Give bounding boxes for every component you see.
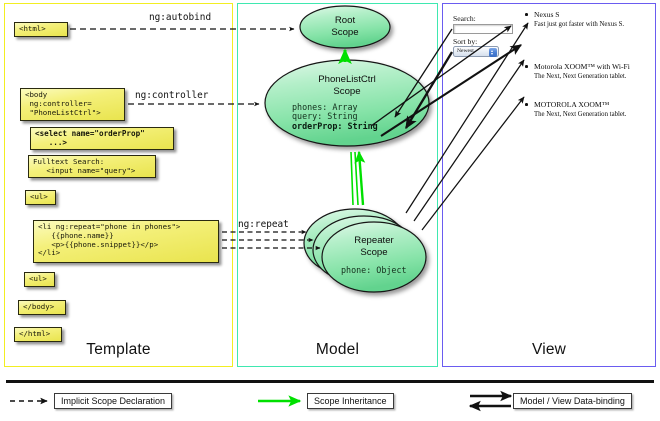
panel-model: Model — [237, 3, 438, 367]
scope-root-title-line1: Root — [335, 15, 356, 26]
connector-label-controller: ng:controller — [135, 90, 209, 101]
view-phone-name: Nexus S — [534, 10, 560, 19]
scope-phonelistctrl-title-line1: PhoneListCtrl — [318, 74, 376, 85]
code-box-fulltext-search: Fulltext Search: <input name="query"> — [28, 155, 156, 178]
arrow-binding-model-to-sort — [380, 44, 522, 137]
connector-label-autobind: ng:autobind — [149, 12, 212, 23]
code-box-html-open: <html> — [14, 22, 68, 37]
view-sort-label: Sort by: — [453, 37, 478, 46]
chevron-updown-icon[interactable] — [489, 48, 497, 57]
legend-label-implicit-scope-declaration: Implicit Scope Declaration — [54, 393, 173, 409]
arrow-binding-model-to-search — [370, 25, 512, 127]
panel-label-template: Template — [86, 341, 151, 358]
scope-phonelistctrl-prop-query: query: String — [292, 111, 358, 121]
view-search-label: Search: — [453, 14, 476, 23]
view-phone-snippet: The Next, Next Generation tablet. — [534, 111, 627, 118]
legend-divider — [6, 380, 654, 383]
scope-phonelistctrl-title-line2: Scope — [333, 86, 360, 97]
arrow-binding-repeater-to-item-1 — [405, 22, 529, 214]
view-phone-name: Motorola XOOM™ with Wi-Fi — [534, 62, 630, 71]
scope-repeater-title-line2: Scope — [360, 247, 387, 258]
scope-phonelistctrl-prop-phones: phones: Array — [292, 102, 358, 112]
scope-repeater-title-line1: Repeater — [354, 235, 394, 246]
code-box-body-close: </body> — [18, 300, 66, 315]
connector-label-repeat: ng:repeat — [238, 219, 289, 230]
line-inheritance-repeater-a — [350, 151, 354, 206]
code-box-ul-close: <ul> — [24, 272, 55, 287]
code-box-html-close: </html> — [14, 327, 62, 342]
code-box-li-ngrepeat: <li ng:repeat="phone in phones"> {{phone… — [33, 220, 219, 263]
code-box-body-open: <body ng:controller= "PhoneListCtrl"> — [20, 88, 125, 121]
arrow-inheritance-phonelistctrl — [354, 150, 366, 206]
scope-repeater-prop: phone: Object — [341, 265, 407, 275]
arrow-binding-repeater-to-item-3 — [421, 96, 525, 231]
view-search-input[interactable] — [453, 24, 513, 34]
bullet-icon — [525, 13, 528, 16]
view-phone-snippet: Fast just got faster with Nexus S. — [534, 21, 625, 28]
legend-label-data-binding: Model / View Data-binding — [513, 393, 632, 409]
scope-repeater-stack — [303, 208, 427, 293]
bullet-icon — [525, 65, 528, 68]
panel-label-view: View — [531, 341, 567, 358]
code-box-select-orderprop: <select name="orderProp" ...> — [30, 127, 174, 150]
panel-label-model: Model — [315, 341, 360, 358]
arrow-binding-repeater-to-item-2 — [413, 59, 525, 222]
view-phone-snippet: The Next, Next Generation tablet. — [534, 73, 627, 80]
scope-root-title-line2: Scope — [331, 27, 358, 38]
legend-label-scope-inheritance: Scope Inheritance — [307, 393, 394, 409]
code-box-ul-open: <ul> — [25, 190, 56, 205]
panel-view: View — [442, 3, 656, 367]
bullet-icon — [525, 103, 528, 106]
scope-phonelistctrl-prop-orderprop: orderProp: String — [292, 121, 378, 131]
scope-root-ellipse — [299, 5, 391, 49]
view-phone-name: MOTOROLA XOOM™ — [534, 100, 610, 109]
view-sort-select-value: Newest — [457, 48, 474, 54]
